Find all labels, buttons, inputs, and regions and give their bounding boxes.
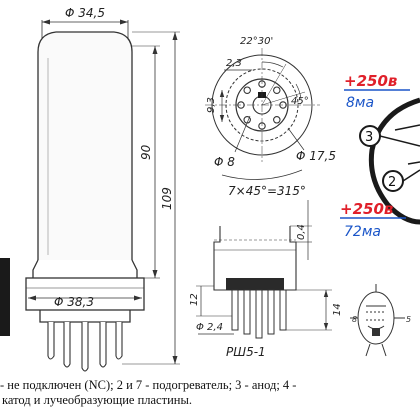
pin-2-label: 2 bbox=[388, 175, 396, 190]
screen-voltage-label: +250в bbox=[340, 200, 393, 218]
anode-current-label: 8ма bbox=[346, 95, 374, 111]
tube-base bbox=[25, 277, 145, 311]
envelope-height-label: 90 bbox=[139, 144, 153, 160]
base-diameter-label: Φ 38,3 bbox=[54, 295, 94, 309]
clearance-label: 0,4 bbox=[296, 224, 307, 240]
center-hole-label: Φ 8 bbox=[214, 155, 235, 169]
schematic-pin-5-label: 5 bbox=[406, 315, 411, 324]
left-edge-fragment bbox=[0, 258, 10, 336]
socket-code-label: РШ5-1 bbox=[226, 345, 266, 359]
pin-circle-label: Φ 17,5 bbox=[296, 149, 336, 163]
base-skirt-label: 12 bbox=[189, 293, 200, 306]
pin-length-label: 14 bbox=[332, 303, 343, 316]
pinout-caption-line-1: - не подключен (NC); 2 и 7 - подогревате… bbox=[0, 378, 297, 392]
schematic-pin-8-label: 8 bbox=[352, 315, 357, 324]
pin-3-label: 3 bbox=[365, 130, 373, 145]
socket-width-label: 9,3 bbox=[206, 97, 217, 113]
key-angle-label: 45° bbox=[291, 96, 309, 107]
angle-sum-label: 7×45°=315° bbox=[228, 184, 306, 198]
pin-angle-label: 22°30' bbox=[240, 36, 273, 47]
screen-current-label: 72ма bbox=[344, 224, 381, 240]
anode-voltage-label: +250в bbox=[344, 72, 397, 90]
top-diameter-label: Φ 34,5 bbox=[65, 6, 105, 20]
base-top-view bbox=[205, 48, 320, 180]
pin-diameter-label: Φ 2,4 bbox=[196, 322, 223, 333]
glass-envelope bbox=[37, 31, 133, 260]
total-height-label: 109 bbox=[160, 187, 174, 210]
tube-pins bbox=[47, 322, 123, 372]
tube-schematic-symbol bbox=[350, 284, 405, 357]
base-side-view bbox=[196, 200, 332, 339]
pin-spacing-label: 2,3 bbox=[226, 58, 242, 69]
pinout-caption-line-2: катод и лучеобразующие пластины. bbox=[2, 393, 192, 407]
tube-side-view bbox=[0, 19, 180, 372]
